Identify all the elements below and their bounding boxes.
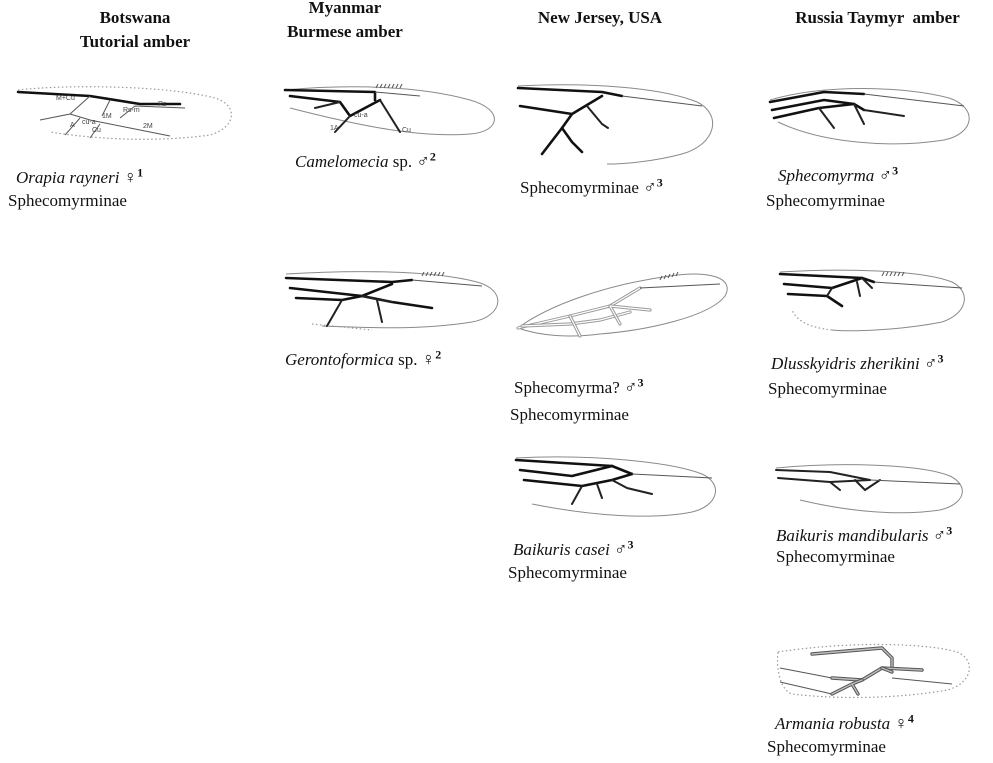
- specimen-label-gerontoformica: Gerontoformica sp. ♀2: [285, 348, 441, 371]
- subfamily-label: Sphecomyrminae: [767, 736, 886, 758]
- svg-text:cu-a: cu-a: [354, 112, 368, 119]
- specimen-label-camelomecia: Camelomecia sp. ♂2: [295, 150, 436, 173]
- header-region: New Jersey, USA: [520, 6, 680, 30]
- species-name: Camelomecia: [295, 152, 388, 171]
- svg-text:2M: 2M: [143, 123, 153, 130]
- species-name: Sphecomyrminae: [520, 178, 639, 197]
- wing-gerontoformica: [282, 268, 507, 338]
- species-name: Baikuris mandibularis: [776, 526, 929, 545]
- species-name: Baikuris casei: [513, 540, 610, 559]
- header-region: Myanmar: [250, 0, 440, 20]
- species-name: Sphecomyrma?: [514, 378, 620, 397]
- reference-number: 3: [638, 375, 644, 389]
- subfamily-label: Sphecomyrminae: [768, 378, 887, 400]
- column-header-new-jersey: New Jersey, USA: [520, 6, 680, 30]
- svg-text:Rs: Rs: [158, 101, 167, 108]
- reference-number: 3: [892, 163, 898, 177]
- sex-symbol: ♂: [924, 353, 938, 373]
- specimen-label-orapia: Orapia rayneri ♀1: [16, 166, 143, 189]
- wing-baikuris-casei: [512, 454, 722, 524]
- reference-number: 1: [137, 165, 143, 179]
- wing-baikuris-mandibularis: [770, 460, 970, 520]
- sex-symbol: ♂: [933, 525, 947, 545]
- subfamily-label: Sphecomyrminae: [510, 404, 629, 426]
- specimen-label-baikuris-mandibularis: Baikuris mandibularis ♂3: [776, 524, 952, 547]
- species-suffix: sp.: [388, 152, 412, 171]
- specimen-label-sphecomyrma-q: Sphecomyrma? ♂3: [514, 376, 644, 399]
- subfamily-label: Sphecomyrminae: [8, 190, 127, 212]
- sex-symbol: ♀: [124, 167, 138, 187]
- svg-text:Cu: Cu: [92, 127, 101, 134]
- svg-text:Rs-m: Rs-m: [123, 107, 140, 114]
- species-suffix: sp.: [394, 350, 418, 369]
- header-amber: Burmese amber: [250, 20, 440, 44]
- specimen-label-dlusskyidris: Dlusskyidris zherikini ♂3: [771, 352, 944, 375]
- wing-sphecomyrma-nj: [510, 264, 735, 344]
- sex-symbol: ♂: [614, 539, 628, 559]
- wing-sphecomyrminae-nj: [512, 84, 717, 166]
- svg-text:Cu: Cu: [402, 127, 411, 134]
- column-header-russia: Russia Taymyr amber: [765, 6, 990, 30]
- species-name: Orapia rayneri: [16, 168, 119, 187]
- specimen-label-sphecomyrma-ru: Sphecomyrma ♂3: [778, 164, 898, 187]
- reference-number: 3: [657, 175, 663, 189]
- reference-number: 4: [908, 711, 914, 725]
- wing-sphecomyrma-ru: [764, 84, 979, 156]
- sex-symbol: ♀: [894, 713, 908, 733]
- reference-number: 3: [938, 351, 944, 365]
- header-amber: Tutorial amber: [40, 30, 230, 54]
- specimen-label-armania: Armania robusta ♀4: [775, 712, 914, 735]
- reference-number: 3: [628, 537, 634, 551]
- subfamily-label: Sphecomyrminae: [776, 546, 895, 568]
- svg-text:M+Cu: M+Cu: [56, 95, 75, 102]
- species-name: Sphecomyrma: [778, 166, 874, 185]
- species-name: Gerontoformica: [285, 350, 394, 369]
- column-header-botswana: Botswana Tutorial amber: [40, 6, 230, 54]
- svg-text:A: A: [70, 122, 75, 129]
- svg-text:1M: 1M: [102, 113, 112, 120]
- species-name: Dlusskyidris zherikini: [771, 354, 920, 373]
- wing-orapia-rayneri: M+Cu Rs Rs-m 1M 2M cu-a Cu A: [10, 80, 240, 150]
- svg-text:1A: 1A: [330, 125, 339, 132]
- header-region: Botswana: [40, 6, 230, 30]
- header-region: Russia Taymyr amber: [765, 6, 990, 30]
- sex-symbol: ♂: [643, 177, 657, 197]
- wing-dlusskyidris: [772, 266, 972, 336]
- svg-text:cu-a: cu-a: [82, 119, 96, 126]
- reference-number: 2: [435, 347, 441, 361]
- sex-symbol: ♀: [422, 349, 436, 369]
- specimen-label-baikuris-casei: Baikuris casei ♂3: [513, 538, 634, 561]
- specimen-label-nj-sphecomyrminae: Sphecomyrminae ♂3: [520, 176, 663, 199]
- species-name: Armania robusta: [775, 714, 890, 733]
- wing-camelomecia: cu-a 1A Cu: [280, 82, 505, 142]
- reference-number: 2: [430, 149, 436, 163]
- column-header-myanmar: Myanmar Burmese amber: [250, 0, 440, 44]
- reference-number: 3: [946, 523, 952, 537]
- subfamily-label: Sphecomyrminae: [766, 190, 885, 212]
- wing-armania-robusta: [772, 638, 977, 708]
- sex-symbol: ♂: [416, 151, 430, 171]
- sex-symbol: ♂: [624, 377, 638, 397]
- subfamily-label: Sphecomyrminae: [508, 562, 627, 584]
- sex-symbol: ♂: [879, 165, 893, 185]
